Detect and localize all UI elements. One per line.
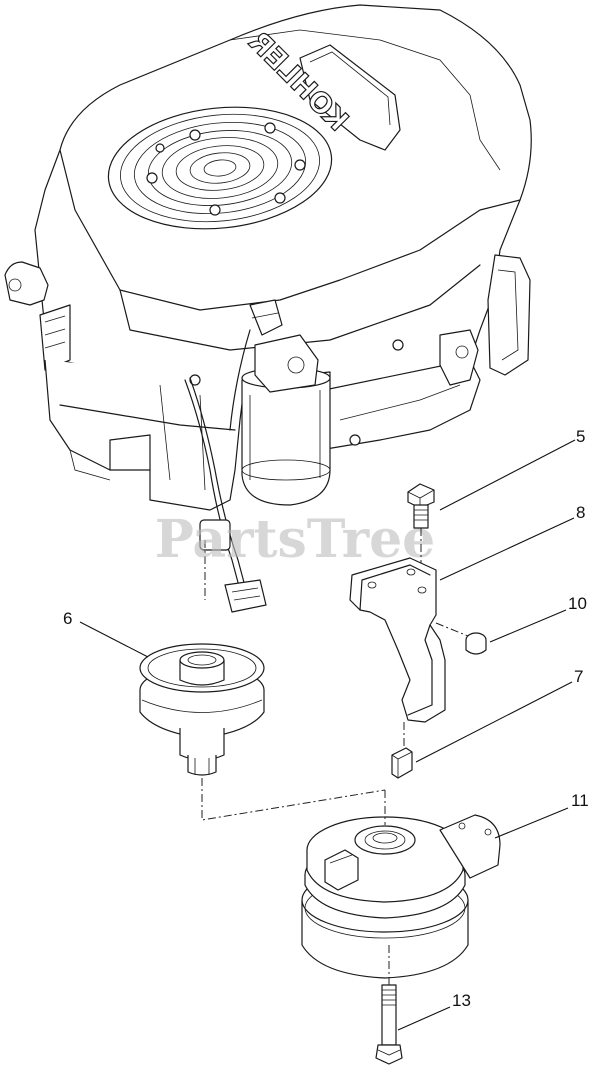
callout-10: 10 — [568, 594, 587, 613]
part-8-bracket — [349, 557, 446, 723]
callout-7: 7 — [574, 667, 583, 686]
leader-10 — [489, 609, 567, 643]
part-7-key — [391, 747, 413, 779]
leader-7 — [415, 681, 573, 763]
leader-6 — [79, 621, 149, 658]
callout-8: 8 — [576, 503, 585, 522]
leader-5 — [439, 439, 576, 511]
callout-6: 6 — [63, 609, 72, 628]
part-10-flange-nut — [465, 632, 487, 655]
wire-harness — [184, 329, 267, 613]
part-13-bolt — [375, 984, 403, 1065]
callout-5: 5 — [576, 427, 585, 446]
leader-11 — [494, 807, 569, 839]
leader-13 — [397, 1006, 451, 1031]
watermark: PartsTree — [155, 509, 436, 570]
leader-8 — [439, 517, 575, 581]
callout-13: 13 — [452, 991, 471, 1010]
engine-assembly: KOHLER — [4, 4, 532, 613]
part-11-pto-clutch — [301, 814, 501, 979]
part-6-pulley — [139, 643, 265, 776]
part-5-bolt — [407, 483, 435, 529]
flywheel-screen — [107, 106, 333, 230]
starter-motor — [241, 299, 331, 506]
callout-11: 11 — [571, 791, 589, 810]
